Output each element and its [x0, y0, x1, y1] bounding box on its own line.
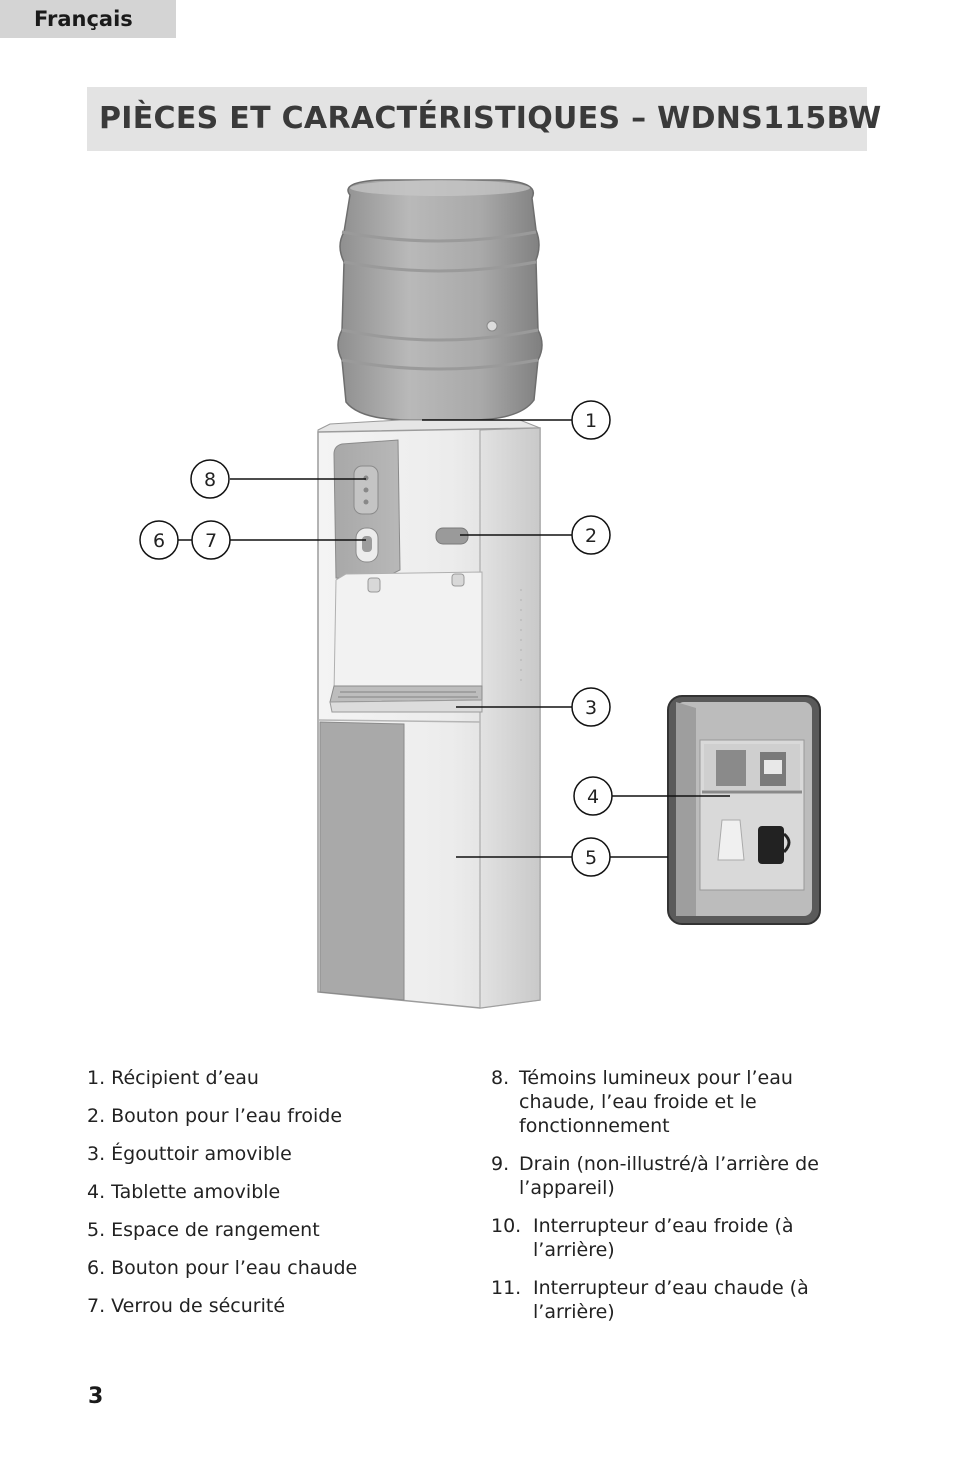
callout-6-label: 6 — [153, 530, 165, 552]
parts-list-left: 1.Récipient d’eau 2.Bouton pour l’eau fr… — [87, 1066, 467, 1332]
list-item: 6.Bouton pour l’eau chaude — [87, 1257, 358, 1279]
list-item: 3.Égouttoir amovible — [87, 1143, 292, 1165]
title-bar: PIÈCES ET CARACTÉRISTIQUES – WDNS115BW — [87, 87, 882, 151]
list-item: 1.Récipient d’eau — [87, 1067, 259, 1089]
cold-water-button[interactable] — [435, 527, 469, 545]
language-tab: Français — [0, 0, 176, 38]
callout-7 — [191, 520, 231, 560]
callout-4-label: 4 — [587, 786, 599, 808]
language-label: Français — [34, 7, 133, 31]
water-cooler-figure: 1 2 3 4 5 6 7 8 — [139, 179, 821, 1009]
list-item: 4.Tablette amovible — [87, 1181, 281, 1203]
callout-5 — [571, 837, 611, 877]
list-item: 5.Espace de rangement — [87, 1219, 320, 1241]
callout-7-label: 7 — [205, 530, 217, 552]
storage-inset — [667, 695, 821, 925]
callout-3 — [571, 687, 611, 727]
list-item: 11.Interrupteur d’eau chaude (à l’arrièr… — [491, 1277, 809, 1323]
callout-5-label: 5 — [585, 847, 597, 869]
callout-8 — [190, 459, 230, 499]
callout-1 — [571, 400, 611, 440]
callout-4 — [573, 776, 613, 816]
callout-2 — [571, 515, 611, 555]
list-item: 8.Témoins lumineux pour l’eau chaude, l’… — [491, 1067, 793, 1137]
safety-lock[interactable] — [362, 536, 372, 552]
callout-8-label: 8 — [204, 469, 216, 491]
list-item: 7.Verrou de sécurité — [87, 1295, 286, 1317]
list-item: 10.Interrupteur d’eau froide (à l’arrièr… — [491, 1215, 794, 1261]
page-title: PIÈCES ET CARACTÉRISTIQUES – WDNS115BW — [99, 101, 882, 136]
drip-tray — [329, 685, 483, 713]
callout-1-label: 1 — [585, 410, 597, 432]
leader-lines — [178, 419, 730, 858]
parts-list-right: 8.Témoins lumineux pour l’eau chaude, l’… — [491, 1066, 851, 1338]
callout-3-label: 3 — [585, 697, 597, 719]
water-bottle — [337, 179, 543, 421]
list-item: 2.Bouton pour l’eau froide — [87, 1105, 343, 1127]
dispensing-area — [333, 571, 483, 695]
callout-2-label: 2 — [585, 525, 597, 547]
callout-6 — [139, 520, 179, 560]
page-number: 3 — [88, 1384, 104, 1409]
list-item: 9.Drain (non-illustré/à l’arrière de l’a… — [491, 1153, 819, 1199]
storage-door-panel — [319, 721, 405, 1001]
